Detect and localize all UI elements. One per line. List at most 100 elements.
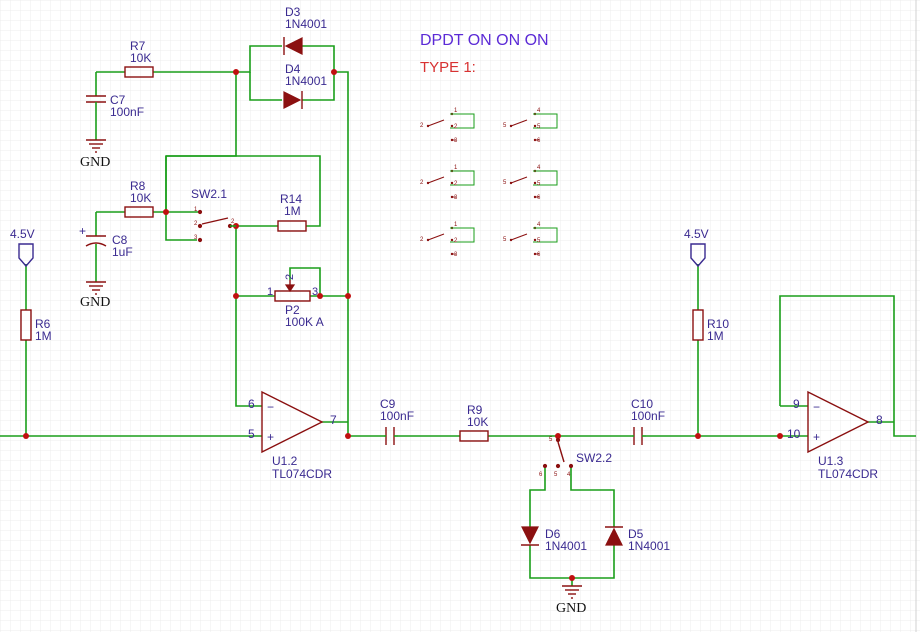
d3-value: 1N4001 — [285, 17, 327, 31]
r6-ref: R6 — [35, 317, 51, 331]
c10-ref: C10 — [631, 397, 653, 411]
u13-plus: + — [813, 430, 820, 444]
svg-text:4: 4 — [567, 472, 571, 478]
switch-sw2-1[interactable]: SW2.1 1 2 3 2 — [191, 187, 236, 243]
c8-value: 1uF — [112, 245, 133, 259]
svg-text:2: 2 — [454, 181, 458, 187]
ground-symbol-2: GND — [80, 281, 110, 310]
r14-ref: R14 — [280, 192, 302, 206]
r9-ref: R9 — [467, 403, 483, 417]
svg-text:2: 2 — [194, 221, 198, 227]
c9-value: 100nF — [380, 409, 414, 423]
svg-text:5: 5 — [549, 437, 553, 443]
u12-pin7: 7 — [330, 413, 337, 427]
u12-value: TL074CDR — [272, 467, 332, 481]
u13-pin9: 9 — [793, 397, 800, 411]
u12-minus: − — [267, 400, 274, 414]
power-flag-4v5-left: 4.5V — [10, 227, 35, 268]
svg-text:2: 2 — [420, 237, 424, 243]
d4-ref: D4 — [285, 62, 301, 76]
junctions — [23, 69, 783, 581]
r9-value: 10K — [467, 415, 488, 429]
svg-text:2: 2 — [454, 238, 458, 244]
u12-pin5: 5 — [248, 427, 255, 441]
switch-diagram-3-2: 5 4 5 6 — [503, 222, 558, 258]
p2-pin2: 2 — [284, 274, 296, 280]
u12-ref: U1.2 — [272, 454, 298, 468]
svg-text:3: 3 — [454, 138, 458, 144]
resistor-r8[interactable]: R8 10K — [124, 179, 154, 218]
svg-text:2: 2 — [454, 124, 458, 130]
resistor-r14[interactable]: R14 1M — [277, 192, 307, 232]
c8-polarity: + — [79, 224, 86, 238]
svg-text:2: 2 — [420, 180, 424, 186]
sw21-ref: SW2.1 — [191, 187, 227, 201]
svg-text:4: 4 — [537, 108, 541, 114]
note-title: DPDT ON ON ON — [420, 32, 549, 49]
switch-diagram-2-2: 5 4 5 6 — [503, 165, 558, 201]
capacitor-c9[interactable]: C9 100nF — [380, 397, 414, 445]
u13-pin8: 8 — [876, 413, 883, 427]
svg-text:3: 3 — [454, 252, 458, 258]
svg-text:5: 5 — [554, 472, 558, 478]
gnd-label-1: GND — [80, 155, 110, 170]
wires — [0, 45, 916, 586]
opamp-u1-2[interactable]: − + 6 5 7 U1.2 TL074CDR — [248, 390, 337, 481]
svg-text:4: 4 — [537, 165, 541, 171]
diode-d4[interactable]: D4 1N4001 — [283, 62, 327, 109]
svg-text:6: 6 — [539, 472, 543, 478]
capacitor-c7[interactable]: C7 100nF — [86, 93, 144, 140]
r10-ref: R10 — [707, 317, 729, 331]
c8-ref: C8 — [112, 233, 128, 247]
resistor-r6[interactable]: R6 1M — [20, 309, 52, 343]
d4-value: 1N4001 — [285, 74, 327, 88]
d6-ref: D6 — [545, 527, 561, 541]
diode-d5[interactable]: D5 1N4001 — [605, 526, 670, 553]
c10-value: 100nF — [631, 409, 665, 423]
u13-pin10: 10 — [787, 427, 801, 441]
svg-text:1: 1 — [454, 165, 458, 171]
resistor-r7[interactable]: R7 10K — [124, 39, 154, 78]
diode-d3[interactable]: D3 1N4001 — [283, 5, 327, 55]
potentiometer-p2[interactable]: 1 2 3 P2 100K A — [267, 274, 324, 329]
r6-value: 1M — [35, 329, 52, 343]
r14-value: 1M — [284, 204, 301, 218]
capacitor-c8[interactable]: + C8 1uF — [79, 224, 133, 282]
gnd-label-2: GND — [80, 295, 110, 310]
svg-text:6: 6 — [537, 195, 541, 201]
svg-text:5: 5 — [503, 237, 507, 243]
svg-text:6: 6 — [537, 138, 541, 144]
r10-value: 1M — [707, 329, 724, 343]
u13-value: TL074CDR — [818, 467, 878, 481]
svg-text:4: 4 — [537, 222, 541, 228]
r7-value: 10K — [130, 51, 151, 65]
note-type: TYPE 1: — [420, 59, 476, 76]
p2-pin3: 3 — [312, 286, 318, 298]
c7-ref: C7 — [110, 93, 126, 107]
resistor-r9[interactable]: R9 10K — [459, 403, 489, 442]
svg-text:6: 6 — [537, 252, 541, 258]
capacitor-c10[interactable]: C10 100nF — [631, 397, 665, 445]
sw22-ref: SW2.2 — [576, 451, 612, 465]
d3-ref: D3 — [285, 5, 301, 19]
r8-value: 10K — [130, 191, 151, 205]
svg-text:5: 5 — [503, 180, 507, 186]
svg-text:3: 3 — [454, 195, 458, 201]
diode-d6[interactable]: D6 1N4001 — [521, 526, 587, 553]
svg-text:5: 5 — [537, 238, 541, 244]
resistor-r10[interactable]: R10 1M — [692, 309, 729, 343]
opamp-u1-3[interactable]: − + 9 10 8 U1.3 TL074CDR — [787, 390, 883, 481]
r7-ref: R7 — [130, 39, 146, 53]
svg-text:5: 5 — [537, 181, 541, 187]
switch-sw2-2[interactable]: 5 6 5 4 SW2.2 — [539, 437, 612, 480]
u13-minus: − — [813, 400, 820, 414]
p2-value: 100K A — [285, 315, 324, 329]
p2-ref: P2 — [285, 303, 300, 317]
